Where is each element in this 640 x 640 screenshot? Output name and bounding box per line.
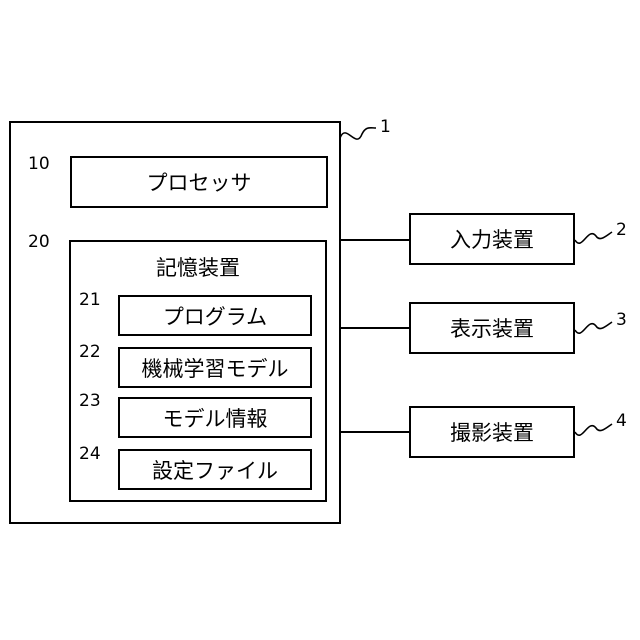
ref-number-20: 20 [28, 234, 50, 251]
input-device-label: 入力装置 [409, 213, 575, 265]
leader-3 [575, 322, 612, 333]
leader-2 [575, 232, 612, 243]
leader-4 [575, 424, 612, 435]
ref-number-21: 21 [79, 292, 101, 309]
ml-model-label: 機械学習モデル [118, 347, 312, 388]
model-info-label: モデル情報 [118, 397, 312, 438]
camera-device-label: 撮影装置 [409, 406, 575, 458]
settings-file-label: 設定ファイル [118, 449, 312, 490]
display-device-label: 表示装置 [409, 302, 575, 354]
ref-number-3: 3 [616, 312, 627, 329]
ref-number-10: 10 [28, 156, 50, 173]
storage-label: 記憶装置 [69, 252, 327, 282]
ref-number-4: 4 [616, 413, 627, 430]
ref-number-22: 22 [79, 344, 101, 361]
ref-number-24: 24 [79, 446, 101, 463]
program-label: プログラム [118, 295, 312, 336]
leader-1 [340, 128, 376, 139]
ref-number-1: 1 [380, 119, 391, 136]
ref-number-23: 23 [79, 393, 101, 410]
processor-label: プロセッサ [70, 156, 328, 208]
ref-number-2: 2 [616, 222, 627, 239]
